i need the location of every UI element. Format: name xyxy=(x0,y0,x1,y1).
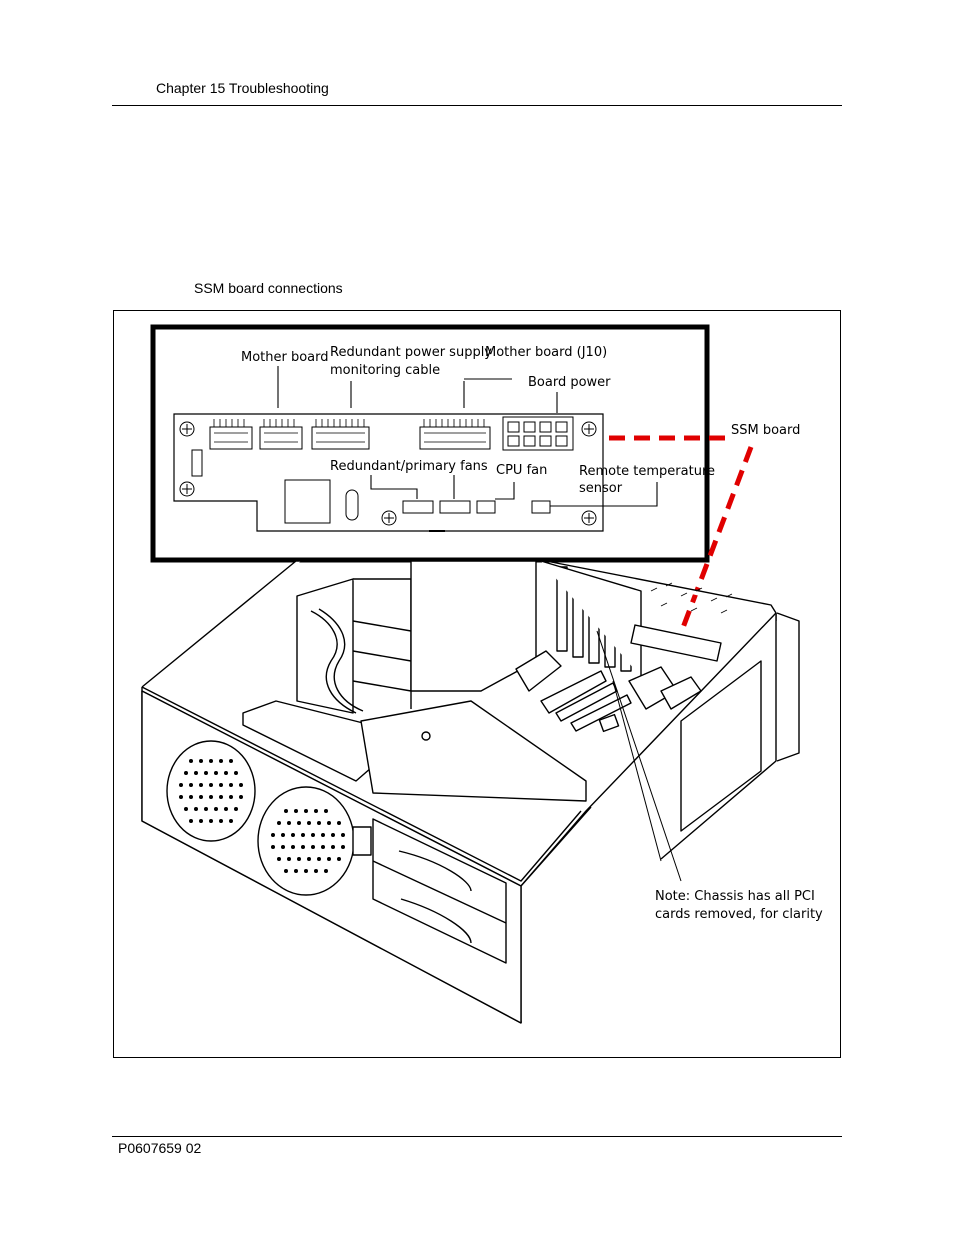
leader-lines xyxy=(277,366,658,507)
label-ssm-board: SSM board xyxy=(731,423,800,438)
label-remote-temp-2: sensor xyxy=(579,481,623,496)
connector-cpu-fan xyxy=(476,500,496,514)
chassis-drawing xyxy=(141,559,800,1024)
board-chip xyxy=(284,479,331,524)
footer-rule xyxy=(112,1136,842,1137)
label-redundant-power-1: Redundant power supply xyxy=(330,345,492,360)
screw-icon xyxy=(179,421,597,526)
connector-fans xyxy=(402,500,471,514)
connector-board-power xyxy=(502,416,574,451)
label-cpu-fan: CPU fan xyxy=(496,463,547,478)
psu-vents xyxy=(650,582,733,614)
label-redundant-fans: Redundant/primary fans xyxy=(330,459,488,474)
connector-temp-sensor xyxy=(531,500,551,514)
document-id: P0607659 02 xyxy=(118,1140,202,1156)
callout-dashed-line xyxy=(609,435,754,634)
figure-caption: SSM board connections xyxy=(194,280,343,296)
ssm-board-figure: Mother board Redundant power supply moni… xyxy=(141,324,823,1024)
label-note-2: cards removed, for clarity xyxy=(655,907,823,922)
connector-redundant-power xyxy=(311,426,370,450)
label-mother-board: Mother board xyxy=(241,350,329,365)
board-oscillator xyxy=(345,489,359,521)
label-mother-board-j10: Mother board (J10) xyxy=(485,345,607,360)
running-head: Chapter 15 Troubleshooting xyxy=(156,80,329,96)
header-rule xyxy=(112,105,842,106)
board-component xyxy=(191,449,203,477)
label-remote-temp-1: Remote temperature xyxy=(579,464,715,479)
label-board-power: Board power xyxy=(528,375,611,390)
connector-mother-board xyxy=(209,426,303,450)
note-leader-lines xyxy=(596,630,682,882)
label-note-1: Note: Chassis has all PCI xyxy=(655,889,815,904)
figure-frame: Mother board Redundant power supply moni… xyxy=(113,310,841,1058)
connector-mother-board-j10 xyxy=(419,426,491,450)
fan-grille xyxy=(179,759,345,873)
label-redundant-power-2: monitoring cable xyxy=(330,363,440,378)
